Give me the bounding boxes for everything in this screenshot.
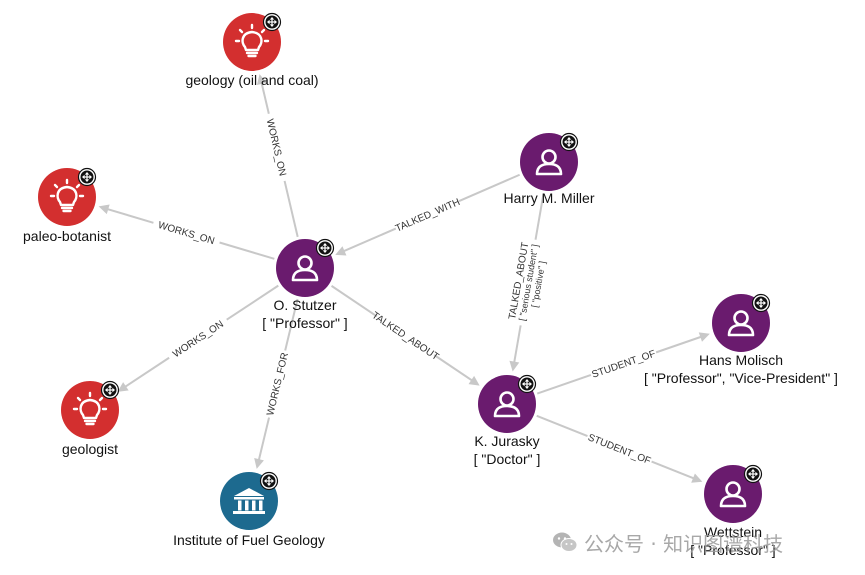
edge-jurasky-wettstein[interactable]: STUDENT_OF (536, 414, 703, 483)
node-label: Harry M. Miller (504, 190, 595, 206)
node-label: paleo-botanist (23, 228, 111, 244)
expand-handle-icon[interactable] (743, 464, 763, 484)
edge-line (534, 193, 545, 240)
arrow-head-icon (335, 246, 347, 256)
lightbulb-icon (234, 23, 270, 58)
nodes-layer: geology (oil and coal) paleo-botanist geol… (23, 12, 838, 558)
edge-miller-jurasky[interactable]: TALKED_ABOUT[ "serious student" ][ "posi… (507, 193, 550, 372)
node-institute[interactable]: Institute of Fuel Geology (173, 471, 325, 548)
edge-label-group: TALKED_WITH (394, 197, 462, 235)
edge-line (219, 241, 275, 260)
arrow-head-icon (98, 204, 110, 215)
edge-label-group: STUDENT_OF (586, 432, 652, 467)
edge-line (104, 207, 154, 224)
node-label: O. Stutzer (273, 297, 336, 313)
edge-line (284, 298, 299, 351)
edge-miller-stutzer[interactable]: TALKED_WITH (335, 173, 521, 256)
node-label: Institute of Fuel Geology (173, 532, 325, 548)
edge-line (121, 356, 170, 390)
node-label: geology (oil and coal) (185, 72, 318, 88)
arrow-head-icon (117, 382, 129, 392)
watermark-text: 公众号 · 知识图谱科技 (584, 531, 784, 556)
node-sublabel: [ "Doctor" ] (474, 451, 541, 467)
edge-line (340, 227, 397, 254)
expand-handle-icon[interactable] (315, 238, 335, 258)
edge-line (283, 180, 299, 238)
arrow-head-icon (509, 360, 520, 372)
node-miller[interactable]: Harry M. Miller (504, 132, 595, 206)
person-icon (535, 149, 563, 176)
edge-label-group: TALKED_ABOUT (370, 310, 441, 363)
node-geology[interactable]: geology (oil and coal) (185, 12, 319, 88)
expand-handle-icon[interactable] (259, 471, 279, 491)
expand-handle-icon[interactable] (517, 374, 537, 394)
edge-label: TALKED_WITH (394, 197, 462, 235)
edge-line (259, 79, 270, 114)
edge-label-group: WORKS_ON (157, 220, 216, 247)
node-label: Wettstein (704, 524, 762, 540)
lightbulb-icon (72, 391, 108, 426)
edge-label-group: TALKED_ABOUT[ "serious student" ][ "posi… (507, 242, 547, 322)
edge-line (458, 173, 521, 202)
edge-label-group: WORKS_ON (264, 118, 288, 177)
institution-icon (233, 488, 265, 514)
expand-handle-icon[interactable] (262, 12, 282, 32)
arrow-head-icon (256, 74, 267, 86)
expand-handle-icon[interactable] (751, 293, 771, 313)
expand-handle-icon[interactable] (559, 132, 579, 152)
watermark: 公众号 · 知识图谱科技 (552, 528, 852, 556)
edge-line (655, 334, 705, 354)
expand-handle-icon[interactable] (100, 380, 120, 400)
node-wettstein[interactable]: Wettstein [ "Professor" ] (690, 464, 776, 558)
lightbulb-icon (49, 178, 85, 213)
wechat-icon (553, 532, 578, 552)
person-icon (291, 255, 319, 282)
edge-line (257, 417, 271, 464)
expand-handle-icon[interactable] (77, 167, 97, 187)
edge-stutzer-paleo[interactable]: WORKS_ON (98, 204, 275, 260)
arrow-head-icon (468, 375, 480, 386)
edge-label: STUDENT_OF (586, 432, 652, 467)
edges-layer: WORKS_ON WORKS_ON WORKS_ON WORKS_FOR TALKED_… (98, 74, 710, 483)
node-label: K. Jurasky (474, 433, 539, 449)
edge-line (330, 285, 378, 318)
edge-label-group: WORKS_FOR (265, 352, 291, 417)
edge-stutzer-geology[interactable]: WORKS_ON (256, 74, 299, 238)
edge-line (536, 414, 588, 437)
node-jurasky[interactable]: K. Jurasky [ "Doctor" ] (474, 374, 541, 467)
edge-stutzer-jurasky[interactable]: TALKED_ABOUT (330, 285, 480, 386)
edge-label: WORKS_ON (264, 118, 288, 177)
node-sublabel: [ "Professor" ] (690, 542, 775, 558)
node-label: geologist (62, 441, 118, 457)
node-sublabel: [ "Professor" ] (262, 315, 347, 331)
edge-line (536, 374, 592, 395)
edge-label-group: WORKS_ON (171, 319, 226, 360)
edge-label: TALKED_ABOUT (370, 310, 441, 363)
node-geologist[interactable]: geologist (61, 380, 120, 457)
edge-label: WORKS_ON (171, 319, 226, 360)
edge-stutzer-geologist[interactable]: WORKS_ON (117, 284, 279, 392)
node-sublabel: [ "Professor", "Vice-President" ] (644, 370, 838, 386)
edge-line (433, 354, 476, 384)
edge-label: WORKS_ON (157, 220, 216, 247)
edge-line (226, 284, 279, 321)
arrow-head-icon (254, 458, 264, 469)
node-molisch[interactable]: Hans Molisch [ "Professor", "Vice-Preside… (644, 293, 838, 386)
edge-label: WORKS_FOR (265, 352, 291, 417)
node-stutzer[interactable]: O. Stutzer [ "Professor" ] (262, 238, 348, 331)
arrow-head-icon (691, 473, 703, 483)
person-icon (719, 481, 747, 508)
edge-line (651, 460, 698, 481)
person-icon (727, 310, 755, 337)
node-paleo[interactable]: paleo-botanist (23, 167, 111, 244)
arrow-head-icon (698, 332, 710, 342)
person-icon (493, 391, 521, 418)
node-label: Hans Molisch (699, 352, 783, 368)
edge-line (512, 325, 522, 366)
